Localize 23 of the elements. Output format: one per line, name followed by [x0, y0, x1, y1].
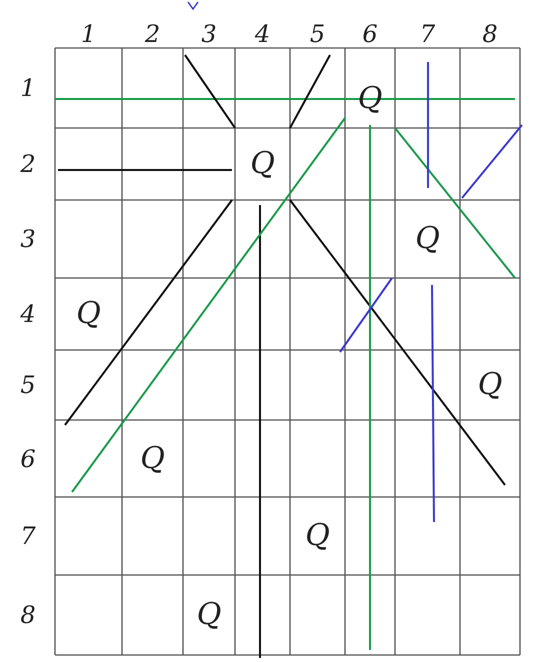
- column-number: 2: [144, 22, 160, 46]
- row-number: 8: [20, 603, 36, 627]
- queen-symbol: Q: [76, 299, 101, 329]
- row-number: 3: [20, 227, 36, 251]
- queen-symbol: Q: [196, 600, 222, 630]
- row-number: 4: [20, 302, 36, 326]
- queen-symbol: Q: [250, 149, 275, 179]
- column-number: 7: [420, 22, 436, 46]
- queen-symbol: Q: [415, 224, 440, 254]
- row-number: 2: [20, 152, 36, 176]
- row-number: 7: [20, 524, 36, 548]
- row-number: 1: [20, 76, 36, 100]
- column-number: 1: [80, 22, 96, 46]
- queen-symbol: Q: [478, 370, 502, 400]
- column-number: 5: [310, 22, 326, 46]
- column-number: 6: [362, 22, 378, 46]
- column-number: 8: [482, 22, 498, 46]
- column-number: 3: [201, 22, 217, 46]
- row-number: 5: [20, 373, 36, 397]
- queen-symbol: Q: [305, 521, 330, 551]
- row-number: 6: [20, 446, 36, 470]
- queen-symbol: Q: [140, 444, 165, 474]
- column-number: 4: [254, 22, 270, 46]
